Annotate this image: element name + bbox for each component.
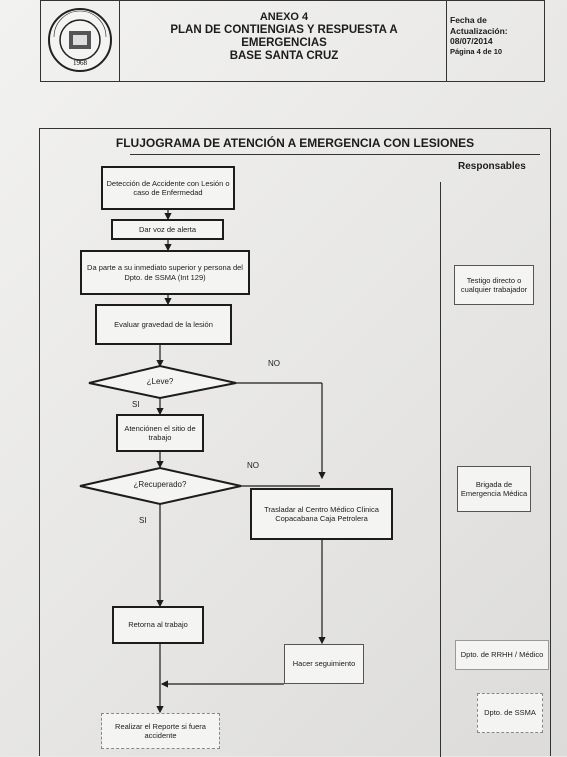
- title-line-3: BASE SANTA CRUZ: [229, 50, 339, 62]
- flowchart-frame: FLUJOGRAMA DE ATENCIÓN A EMERGENCIA CON …: [39, 128, 551, 757]
- step-transfer-medical: Trasladar al Centro Médico Clinica Copac…: [250, 488, 393, 540]
- si-label-2: SI: [139, 516, 147, 525]
- resp-brigade: Brigada de Emergencia Médica: [457, 466, 531, 512]
- step-report-superior: Da parte a su inmediato superior y perso…: [80, 250, 250, 295]
- meta-cell: Fecha de Actualización: 08/07/2014 Págin…: [446, 1, 544, 81]
- step-evaluate-severity: Evaluar gravedad de la lesión: [95, 304, 232, 345]
- decision-recuperado-label: ¿Recuperado?: [133, 480, 187, 489]
- decision-recuperado-diamond: [79, 466, 242, 506]
- si-label-1: SI: [132, 400, 140, 409]
- logo-year: 1968: [73, 59, 88, 67]
- step-attend-onsite: Atenciónen el sitio de trabajo: [116, 414, 204, 452]
- title-line-2: EMERGENCIAS: [241, 37, 327, 49]
- update-info: Fecha de Actualización: 08/07/2014 Págin…: [450, 15, 540, 57]
- update-date: 08/07/2014: [450, 36, 493, 46]
- document-header: 1968 ANEXO 4 PLAN DE CONTIENGIAS Y RESPU…: [40, 0, 545, 82]
- resp-rrhh: Dpto. de RRHH / Médico: [455, 640, 549, 670]
- resp-ssma: Dpto. de SSMA: [477, 693, 543, 733]
- step-detect-accident: Detección de Accidente con Lesión o caso…: [101, 166, 235, 210]
- title-underline: [130, 154, 540, 155]
- logo-cell: 1968: [41, 1, 120, 81]
- title-line-1: PLAN DE CONTIENGIAS Y RESPUESTA A: [170, 24, 398, 36]
- decision-leve-label: ¿Leve?: [146, 377, 174, 386]
- header-title: ANEXO 4 PLAN DE CONTIENGIAS Y RESPUESTA …: [121, 11, 447, 63]
- resp-witness: Testigo directo o cualquier trabajador: [454, 265, 534, 305]
- company-logo: 1968: [48, 8, 112, 72]
- page-number: Página 4 de 10: [450, 46, 503, 56]
- step-final-report: Realizar el Reporte si fuera accidente: [101, 713, 220, 749]
- no-label-1: NO: [268, 359, 280, 368]
- step-followup: Hacer seguimiento: [284, 644, 364, 684]
- flowchart-title: FLUJOGRAMA DE ATENCIÓN A EMERGENCIA CON …: [115, 136, 475, 150]
- no-label-2: NO: [247, 461, 259, 470]
- step-alert: Dar voz de alerta: [111, 219, 224, 240]
- responsables-divider: [440, 182, 441, 757]
- date-label-2: Actualización:: [450, 25, 508, 36]
- decision-leve-diamond: [88, 364, 237, 400]
- step-return-work: Retorna al trabajo: [112, 606, 204, 644]
- date-label: Fecha de: [450, 15, 487, 25]
- annex-label: ANEXO 4: [259, 11, 309, 23]
- responsables-header: Responsables: [458, 161, 526, 172]
